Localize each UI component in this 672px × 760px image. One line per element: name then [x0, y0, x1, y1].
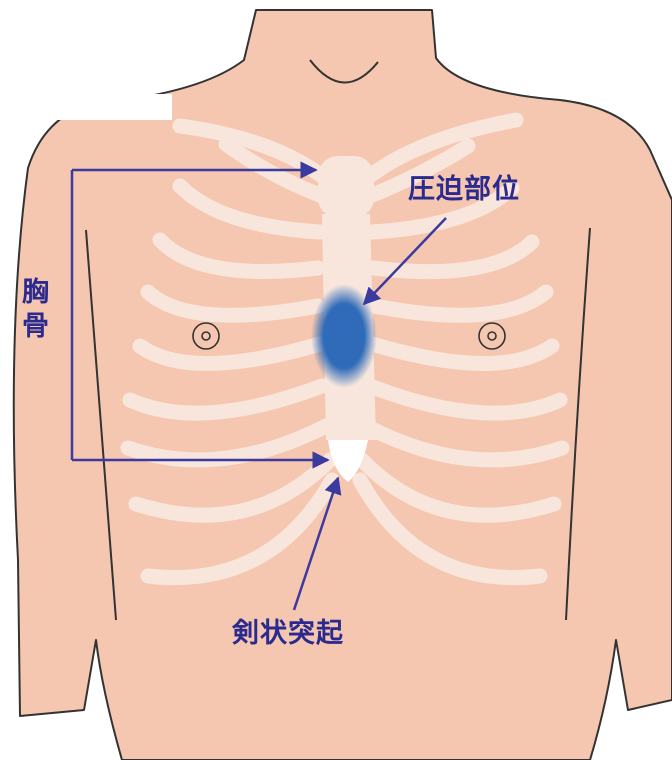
blank-patch	[40, 94, 172, 120]
sternum-label: 胸 骨	[22, 276, 52, 344]
compression-site-label: 圧迫部位	[408, 176, 520, 203]
sternum-label-char: 骨	[22, 310, 52, 344]
xiphoid-process-label: 剣状突起	[232, 620, 344, 647]
sternum-label-char: 胸	[22, 276, 52, 310]
manubrium	[318, 156, 374, 218]
